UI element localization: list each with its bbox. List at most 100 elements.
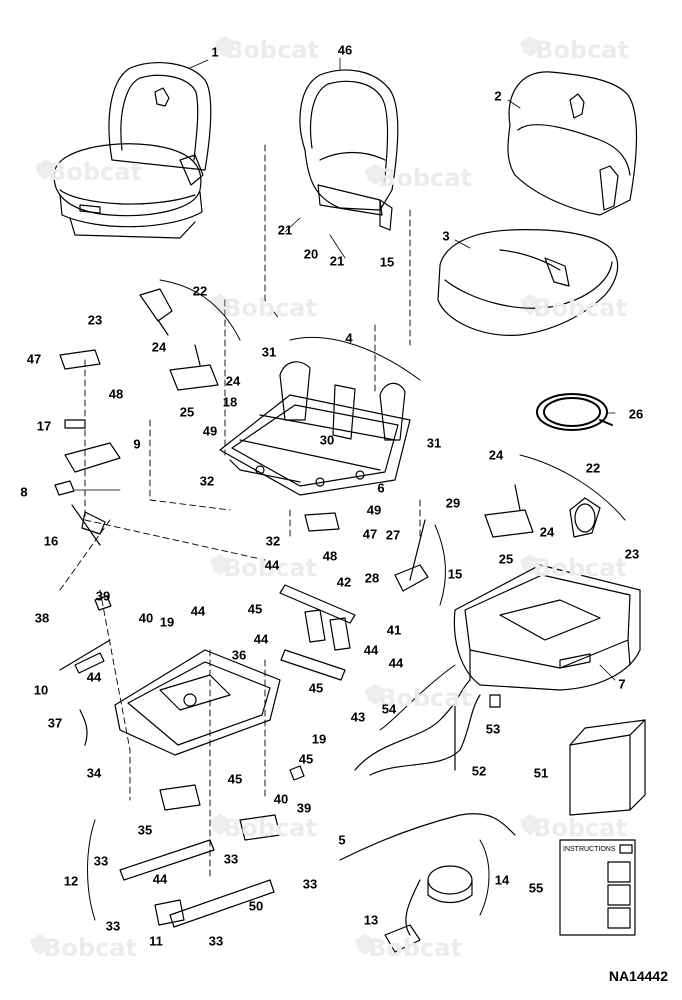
seat-belt-left xyxy=(139,288,173,336)
callout-label: 38 xyxy=(34,610,50,626)
callout-label: 21 xyxy=(277,222,293,238)
parts-box xyxy=(569,719,646,816)
callout-label: 29 xyxy=(445,495,461,511)
callout-label: 46 xyxy=(337,42,353,58)
callout-label: 15 xyxy=(447,566,463,582)
instructions-sheet xyxy=(559,839,636,936)
back-cushion xyxy=(507,71,638,216)
callout-label: 22 xyxy=(585,460,601,476)
figure-id: NA14442 xyxy=(608,968,668,984)
callout-label: 1 xyxy=(211,44,219,60)
callout-label: 40 xyxy=(273,791,289,807)
callout-label: 39 xyxy=(95,588,111,604)
leader-lines xyxy=(74,57,616,681)
callout-label: 10 xyxy=(33,682,49,698)
watermark-text: Bobcat xyxy=(368,934,462,962)
callout-label: 23 xyxy=(624,546,640,562)
watermark-text: Bobcat xyxy=(48,158,142,186)
callout-label: 18 xyxy=(222,394,238,410)
hose xyxy=(536,393,613,431)
callout-label: 44 xyxy=(86,669,102,685)
suspension-base xyxy=(453,564,641,691)
wiring-harnesses xyxy=(339,679,516,861)
callout-label: 5 xyxy=(338,832,346,848)
callout-label: 13 xyxy=(363,912,379,928)
callout-label: 52 xyxy=(471,763,487,779)
callout-label: 43 xyxy=(350,709,366,725)
callout-label: 32 xyxy=(199,473,215,489)
callout-label: 45 xyxy=(298,751,314,767)
callout-label: 21 xyxy=(329,253,345,269)
lever-assembly xyxy=(54,349,340,546)
callout-label: 15 xyxy=(379,254,395,270)
watermark-logos xyxy=(30,36,540,955)
callout-label: 49 xyxy=(366,502,382,518)
callout-label: 51 xyxy=(533,765,549,781)
callout-label: 50 xyxy=(248,898,264,914)
callout-label: 44 xyxy=(152,871,168,887)
bottom-rails xyxy=(119,839,275,928)
callout-label: 26 xyxy=(628,406,644,422)
watermark-text: Bobcat xyxy=(535,36,629,64)
callout-label: 19 xyxy=(159,614,175,630)
callout-label: 33 xyxy=(93,853,109,869)
instructions-label: INSTRUCTIONS xyxy=(563,846,616,853)
group-brackets xyxy=(87,279,626,921)
complete-seat xyxy=(53,62,212,239)
callout-label: 24 xyxy=(488,447,504,463)
callout-label: 8 xyxy=(20,484,28,500)
callout-label: 45 xyxy=(227,771,243,787)
callout-label: 27 xyxy=(385,527,401,543)
callout-label: 6 xyxy=(377,480,385,496)
callout-label: 12 xyxy=(63,873,79,889)
callout-label: 35 xyxy=(137,822,153,838)
callout-label: 44 xyxy=(264,557,280,573)
callout-label: 20 xyxy=(303,246,319,262)
callout-label: 42 xyxy=(336,574,352,590)
watermark-text: Bobcat xyxy=(223,554,317,582)
watermark-text: Bobcat xyxy=(533,814,627,842)
seat-frame-mechanism xyxy=(219,361,411,496)
callout-label: 32 xyxy=(265,533,281,549)
watermark-text: Bobcat xyxy=(533,554,627,582)
callout-label: 30 xyxy=(319,432,335,448)
callout-label: 33 xyxy=(223,851,239,867)
watermark-text: Bobcat xyxy=(225,36,319,64)
backrest-frame xyxy=(299,69,399,231)
callout-label: 55 xyxy=(528,880,544,896)
callout-label: 25 xyxy=(498,551,514,567)
callout-label: 33 xyxy=(208,933,224,949)
seat-cushion xyxy=(437,229,619,336)
callout-label: 16 xyxy=(43,533,59,549)
callout-label: 54 xyxy=(381,701,397,717)
watermark-text: Bobcat xyxy=(223,814,317,842)
dashed-guides xyxy=(59,144,421,881)
callout-label: 24 xyxy=(539,524,555,540)
slide-rails-upper xyxy=(279,584,356,681)
callout-label: 9 xyxy=(133,436,141,452)
callout-label: 44 xyxy=(363,642,379,658)
callout-label: 11 xyxy=(149,933,163,949)
callout-label: 34 xyxy=(86,765,102,781)
callout-label: 25 xyxy=(179,404,195,420)
lower-frame xyxy=(59,595,305,781)
callout-label: 4 xyxy=(345,330,353,346)
callout-label: 3 xyxy=(442,228,450,244)
seat-belt-right xyxy=(569,497,601,538)
callout-label: 28 xyxy=(364,570,380,586)
callout-label: 40 xyxy=(138,610,154,626)
callout-label: 23 xyxy=(87,312,103,328)
brackets xyxy=(159,344,534,841)
callout-label: 37 xyxy=(47,715,63,731)
callout-label: 36 xyxy=(231,647,247,663)
callout-label: 41 xyxy=(386,622,402,638)
compressor xyxy=(384,865,473,953)
callout-label: 33 xyxy=(302,876,318,892)
watermark-text: Bobcat xyxy=(378,684,472,712)
watermark-text: Bobcat xyxy=(43,934,137,962)
callout-label: 39 xyxy=(296,800,312,816)
callout-label: 7 xyxy=(618,676,626,692)
watermark-text: Bobcat xyxy=(223,294,317,322)
callout-label: 48 xyxy=(108,386,124,402)
